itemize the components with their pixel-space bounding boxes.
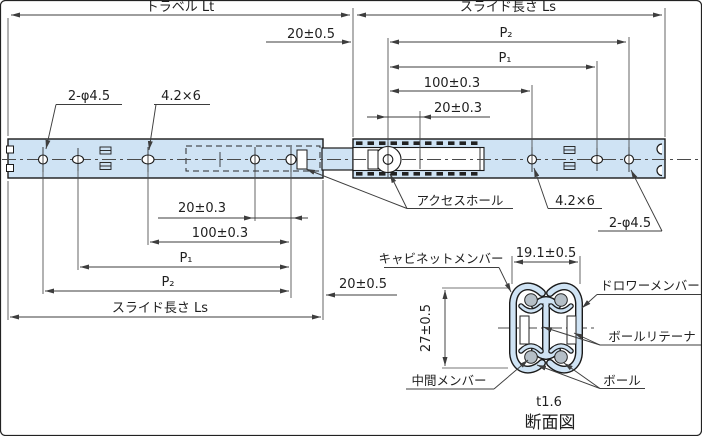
section-dimensions: 19.1±0.5 27±0.5: [419, 246, 581, 369]
dim-slide-length-bottom-label: スライド長さ Ls: [112, 301, 208, 316]
ball-retainer-slot-right: [566, 315, 577, 345]
left-rail-notch-top: [6, 145, 14, 154]
callout-left-slots-label: 4.2×6: [161, 89, 201, 104]
callouts: 2-φ4.5 4.2×6 アクセスホール 4.2×6 2-φ4.5: [45, 89, 663, 232]
dim-100-top-label: 100±0.3: [424, 76, 480, 91]
cross-section-view: 19.1±0.5 27±0.5 キャビネットメンバー ドロワーメンバー ボールリ…: [378, 246, 701, 433]
access-hole-bracket-left: [296, 149, 308, 170]
dim-end-offset-top-label: 20±0.5: [287, 27, 335, 42]
dim-p2-top-label: P₂: [499, 26, 512, 41]
callout-intermediate-member-label: 中間メンバー: [411, 373, 486, 388]
section-title: 断面図: [525, 413, 576, 433]
dim-p2-bottom-label: P₂: [161, 275, 174, 290]
dim-p1-top-label: P₁: [498, 51, 511, 66]
raceway-cups: [518, 303, 574, 354]
dim-travel-label: トラベル Lt: [146, 0, 214, 15]
hidden-drawer-member: [185, 145, 321, 172]
callout-access-hole-label: アクセスホール: [417, 193, 504, 208]
right-rail-holes: [367, 142, 635, 177]
callout-cabinet-member-label: キャビネットメンバー: [378, 251, 503, 266]
plan-view: トラベル Lt スライド長さ Ls 20±0.5 P₂ P₁ 100±0.3 2…: [2, 0, 698, 320]
dim-end-offset-bottom-label: 20±0.5: [339, 277, 387, 292]
right-end-hook-top: [656, 143, 663, 155]
dim-slide-length-top-label: スライド長さ Ls: [460, 0, 556, 15]
inner-member-bar: [321, 147, 355, 171]
ball-top-left: [524, 293, 538, 307]
dim-20-bottom-label: 20±0.3: [178, 201, 226, 216]
left-rail-body: [7, 138, 324, 179]
callout-right-slots-label: 4.2×6: [555, 194, 595, 209]
dim-20-top-label: 20±0.3: [434, 101, 482, 116]
section-callouts: キャビネットメンバー ドロワーメンバー ボールリテーナ 中間メンバー ボール t…: [378, 251, 701, 433]
left-rail-notch-bottom: [6, 164, 14, 172]
ball-retainer-slot-left: [519, 315, 530, 345]
callout-ball-label: ボール: [603, 373, 641, 388]
callout-left-holes-label: 2-φ4.5: [68, 89, 110, 104]
section-thickness-label: t1.6: [536, 395, 562, 410]
ball-top-right: [554, 293, 568, 307]
dim-section-height-label: 27±0.5: [419, 304, 434, 352]
dim-section-width-label: 19.1±0.5: [516, 246, 577, 261]
dim-p1-bottom-label: P₁: [179, 251, 192, 266]
dim-100-bottom-label: 100±0.3: [192, 226, 248, 241]
right-rail-slot-symbols: [563, 146, 576, 170]
callout-right-holes-label: 2-φ4.5: [609, 216, 651, 231]
right-end-hook-bottom: [656, 164, 663, 177]
ball-bottom-right: [554, 350, 568, 364]
left-rail: [6, 138, 324, 179]
access-hole-bracket-right: [367, 149, 379, 170]
callout-drawer-member-label: ドロワーメンバー: [600, 278, 700, 293]
left-rail-slot-symbols: [99, 146, 112, 170]
dimensions-top: トラベル Lt スライド長さ Ls 20±0.5 P₂ P₁ 100±0.3 2…: [7, 0, 666, 153]
left-rail-holes: [37, 147, 308, 172]
callout-ball-retainer-label: ボールリテーナ: [608, 329, 696, 344]
dimensions-bottom: 20±0.3 100±0.3 P₁ P₂ スライド長さ Ls 20±0.5: [7, 166, 397, 320]
